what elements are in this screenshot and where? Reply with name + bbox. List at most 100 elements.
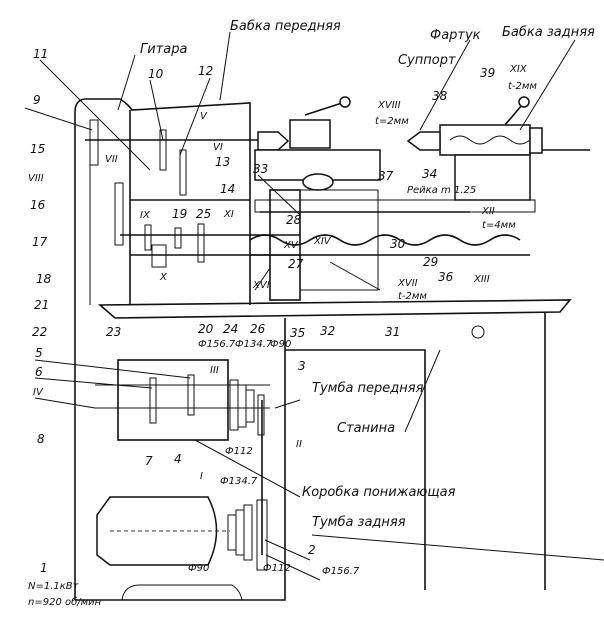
apron-body: [299, 189, 379, 291]
label-motor-number: 1: [40, 561, 48, 575]
part-39: 39: [480, 66, 495, 80]
gear-9: [89, 119, 99, 166]
shaft-XVI: XVI: [252, 280, 270, 291]
label-rear-pedestal: Тумба задняя: [312, 515, 406, 530]
part-30: 30: [390, 237, 406, 251]
part-15: 15: [30, 142, 45, 156]
shaft-XVII: XVII: [397, 278, 418, 289]
shaft-IX-label: IX: [140, 210, 151, 221]
part-31: 31: [385, 325, 400, 339]
shaft-XII: XII: [481, 206, 495, 217]
label-apron: Фартук: [430, 28, 481, 43]
label-gear-train: Гитара: [140, 42, 187, 57]
gear-25: [197, 223, 205, 263]
part-38: 38: [432, 89, 448, 103]
part-19: 19: [172, 207, 187, 221]
tailstock-lock-lever: [504, 104, 523, 126]
pulley-90: [245, 389, 255, 423]
part-16: 16: [30, 198, 46, 212]
tailstock-lock-knob: [518, 96, 530, 108]
part-21: 21: [34, 298, 49, 312]
part-6: 6: [35, 365, 43, 379]
part-26: 26: [250, 322, 266, 336]
gear-13: [179, 149, 187, 196]
shaft-III-label: III: [210, 365, 219, 376]
tailstock-screw-XIX: [449, 135, 531, 145]
shaft-XI: XI: [223, 209, 234, 220]
dia-134-upper: Ф134.7: [235, 339, 273, 350]
electric-motor: [96, 496, 218, 566]
label-bed: Станина: [337, 421, 395, 436]
rear-pedestal: [285, 312, 546, 590]
label-carriage: Суппорт: [398, 53, 456, 68]
motor-pulley-134: [243, 504, 253, 561]
part-24: 24: [223, 322, 238, 336]
pitch-XVIII: t=2мм: [375, 116, 409, 127]
shaft-V: V: [200, 111, 208, 122]
diameter-labels: Ф156.7 Ф134.7 Ф90 Ф112 Ф134.7 Ф90 Ф112 Ф…: [188, 339, 360, 577]
label-reduction-box: Коробка понижающая: [302, 485, 456, 500]
motor-pulley-112: [235, 509, 245, 556]
part-13: 13: [215, 155, 230, 169]
pitch-XVII: t-2мм: [398, 291, 427, 302]
dia-112-motor: Ф112: [263, 563, 291, 574]
part-17: 17: [32, 235, 48, 249]
chip-tray: [97, 299, 572, 319]
gear-6: [149, 377, 157, 424]
tailstock-handwheel: [529, 127, 543, 154]
part-37: 37: [378, 169, 394, 183]
leader-lines: [24, 31, 604, 581]
pedestal-foot: [121, 584, 243, 601]
lead-screw-XII: [249, 234, 521, 246]
label-motor-power: N=1.1кВт: [28, 581, 80, 592]
dia-156-motor: Ф156.7: [322, 566, 360, 577]
shaft-VI: VI: [213, 142, 223, 153]
shaft-XIX: XIX: [509, 64, 528, 75]
gear-block-18: [151, 244, 167, 268]
part-35: 35: [290, 326, 305, 340]
gear-17: [144, 224, 152, 251]
part-9: 9: [33, 93, 41, 107]
motor-pulley-156: [256, 499, 268, 571]
part-22: 22: [32, 325, 47, 339]
gear-5: [187, 374, 195, 416]
dia-112-upper: Ф112: [225, 446, 253, 457]
gear-15-16: [114, 182, 124, 246]
part-34: 34: [422, 167, 437, 181]
spindle-center: [257, 131, 290, 151]
dia-134-motor: Ф134.7: [220, 476, 258, 487]
pulley-134: [237, 384, 247, 428]
tailstock-base: [454, 154, 531, 201]
pitch-XIX: t-2мм: [508, 81, 537, 92]
dia-156-upper: Ф156.7: [198, 339, 236, 350]
shaft-II: II: [296, 439, 302, 450]
shaft-XV: XV: [283, 240, 299, 251]
part-10: 10: [148, 67, 164, 81]
part-29: 29: [423, 255, 438, 269]
pulley-156: [229, 379, 239, 431]
motor-pulley-90: [227, 514, 237, 551]
part-36: 36: [438, 270, 454, 284]
pedestal-hole: [471, 325, 485, 339]
label-front-pedestal: Тумба передняя: [312, 381, 424, 396]
shaft-labels: I II III IV V VI VII VIII IX X XI XII XI…: [28, 64, 537, 482]
pulley-112: [257, 394, 265, 436]
dia-90-upper: Ф90: [270, 339, 291, 350]
front-pedestal: [75, 318, 286, 601]
shaft-XIII: XIII: [473, 274, 490, 285]
part-2: 2: [308, 543, 316, 557]
tailstock-quill-body: [439, 124, 531, 156]
shaft-XVIII: XVIII: [377, 100, 401, 111]
pitch-XII: t=4мм: [482, 220, 516, 231]
label-headstock: Бабка передняя: [230, 19, 341, 34]
part-8: 8: [37, 432, 45, 446]
label-tailstock: Бабка задняя: [502, 25, 595, 40]
tool-post-knob: [339, 96, 351, 108]
part-20: 20: [198, 322, 214, 336]
carriage-handwheel: [302, 173, 334, 191]
part-3: 3: [298, 359, 306, 373]
headstock-housing: [74, 98, 251, 305]
gear-10: [159, 129, 167, 171]
